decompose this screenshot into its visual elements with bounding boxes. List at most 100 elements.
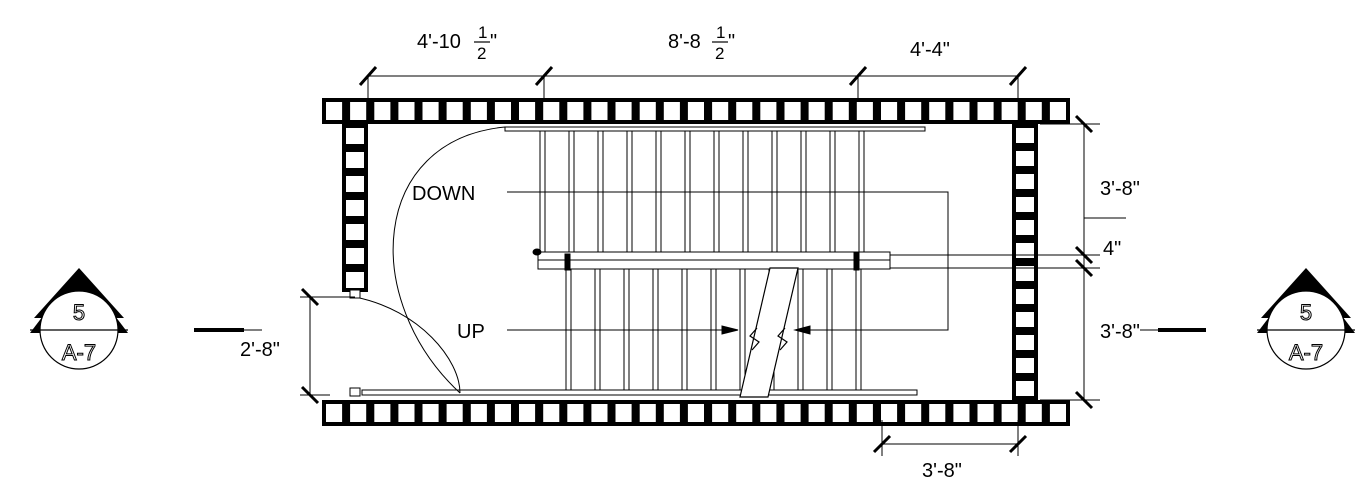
cmu-block xyxy=(929,102,946,120)
svg-text:5: 5 xyxy=(1300,300,1312,325)
cmu-block xyxy=(1016,197,1034,212)
cmu-block xyxy=(1016,381,1034,396)
cmu-block xyxy=(1016,335,1034,350)
cmu-block xyxy=(856,102,873,120)
svg-text:A-7: A-7 xyxy=(62,340,96,365)
cmu-block xyxy=(519,102,536,120)
cmu-block xyxy=(346,224,364,240)
cmu-block xyxy=(346,272,364,288)
cmu-block xyxy=(1016,289,1034,304)
cmu-block xyxy=(567,404,584,422)
cmu-block xyxy=(760,404,777,422)
cmu-block xyxy=(615,102,632,120)
cmu-block xyxy=(1016,174,1034,189)
svg-text:4'-10: 4'-10 xyxy=(417,31,461,53)
cmu-block xyxy=(519,404,536,422)
door-swing xyxy=(349,126,506,397)
cmu-block xyxy=(374,102,391,120)
cmu-block xyxy=(494,102,511,120)
cmu-block xyxy=(446,102,463,120)
cmu-block xyxy=(591,102,608,120)
up-label: UP xyxy=(457,321,485,343)
cmu-block xyxy=(881,102,898,120)
direction-leaders xyxy=(507,191,949,335)
cmu-block xyxy=(784,102,801,120)
cmu-block xyxy=(446,404,463,422)
cmu-block xyxy=(615,404,632,422)
cmu-block xyxy=(687,404,704,422)
cmu-block xyxy=(346,200,364,216)
cmu-block xyxy=(977,404,994,422)
cmu-block xyxy=(1049,102,1066,120)
cmu-block xyxy=(639,102,656,120)
cmu-block xyxy=(760,102,777,120)
svg-text:A-7: A-7 xyxy=(1289,340,1323,365)
dim-right-upper: 3'-8" xyxy=(1100,178,1140,200)
cmu-block xyxy=(736,102,753,120)
cmu-block xyxy=(1016,151,1034,166)
handrails xyxy=(361,126,926,396)
left-door-dimension xyxy=(300,287,355,405)
top-dimension-string xyxy=(358,66,1028,98)
cmu-block xyxy=(1016,220,1034,235)
top-cmu-wall xyxy=(322,98,1070,124)
cmu-block xyxy=(1001,404,1018,422)
dim-right-lower: 3'-8" xyxy=(1100,321,1140,343)
cmu-block xyxy=(784,404,801,422)
svg-text:": " xyxy=(490,31,497,53)
bottom-cmu-wall xyxy=(322,400,1070,426)
cmu-block xyxy=(1016,128,1034,143)
cmu-block xyxy=(326,404,343,422)
section-tag-left: 5 A-7 xyxy=(30,268,128,370)
cmu-block xyxy=(929,404,946,422)
cmu-block xyxy=(374,404,391,422)
cmu-block xyxy=(881,404,898,422)
svg-text:1: 1 xyxy=(478,23,487,42)
dim-top-left: 4'-10 1 2 " xyxy=(417,23,497,63)
cmu-block xyxy=(905,102,922,120)
cmu-block xyxy=(346,176,364,192)
cmu-block xyxy=(543,404,560,422)
cmu-block xyxy=(1016,266,1034,281)
cmu-block xyxy=(422,404,439,422)
cmu-block xyxy=(346,248,364,264)
cmu-block xyxy=(639,404,656,422)
cmu-block xyxy=(832,404,849,422)
dim-left-door: 2'-8" xyxy=(240,339,280,361)
cmu-block xyxy=(543,102,560,120)
dim-top-right: 4'-4" xyxy=(910,39,950,61)
cmu-block xyxy=(1016,358,1034,373)
cmu-block xyxy=(567,102,584,120)
bottom-dimension-string xyxy=(872,420,1028,456)
cmu-block xyxy=(1016,243,1034,258)
stair-break-line xyxy=(739,267,799,398)
cmu-block xyxy=(494,404,511,422)
cmu-block xyxy=(977,102,994,120)
cmu-block xyxy=(1025,102,1042,120)
cmu-block xyxy=(953,404,970,422)
cmu-block xyxy=(350,102,367,120)
dim-bottom-right: 3'-8" xyxy=(922,460,962,482)
svg-text:1: 1 xyxy=(716,23,725,42)
cmu-block xyxy=(346,152,364,168)
cmu-block xyxy=(398,404,415,422)
svg-text:2: 2 xyxy=(715,44,724,63)
section-tag-right: 5 A-7 xyxy=(1257,268,1355,370)
cmu-block xyxy=(663,404,680,422)
down-label: DOWN xyxy=(412,183,475,205)
cmu-block xyxy=(905,404,922,422)
cmu-block xyxy=(663,102,680,120)
left-cmu-wall xyxy=(342,124,368,292)
cmu-block xyxy=(687,102,704,120)
cmu-block xyxy=(591,404,608,422)
cmu-block xyxy=(1049,404,1066,422)
cmu-block xyxy=(326,102,343,120)
dim-top-middle: 8'-8 1 2 " xyxy=(668,23,735,63)
right-cmu-wall xyxy=(1012,124,1038,400)
cmu-block xyxy=(422,102,439,120)
cmu-block xyxy=(808,404,825,422)
svg-text:5: 5 xyxy=(73,300,85,325)
dim-right-middle: 4" xyxy=(1103,238,1121,260)
cmu-block xyxy=(808,102,825,120)
